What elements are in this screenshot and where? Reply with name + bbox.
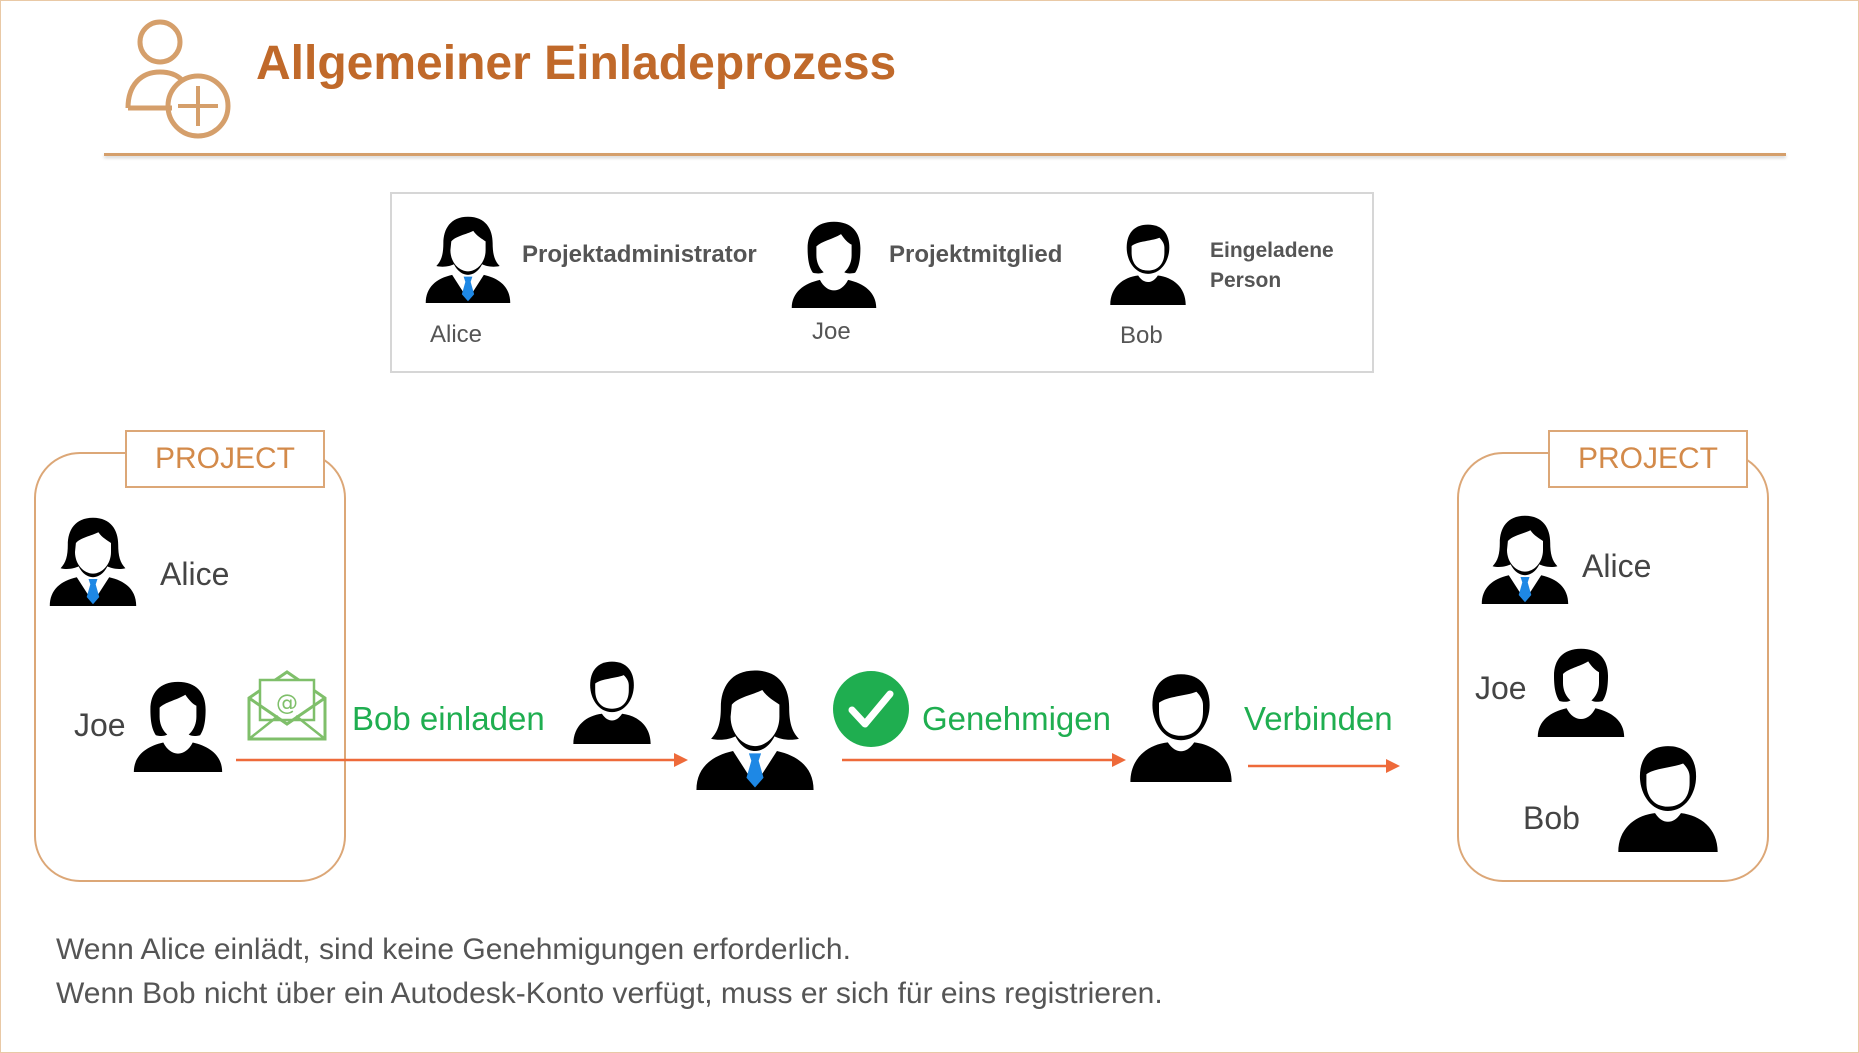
svg-text:@: @	[276, 691, 298, 716]
legend-invitee-role-line1: Eingeladene	[1210, 239, 1334, 262]
legend-invitee-name: Bob	[1120, 322, 1163, 349]
title-divider	[104, 153, 1786, 156]
step-invite-label: Bob einladen	[352, 700, 545, 737]
legend-invitee-role-line2: Person	[1210, 269, 1282, 292]
project-left-alice-icon	[48, 516, 138, 606]
legend-member-name: Joe	[812, 318, 851, 345]
step-approve-label: Genehmigen	[922, 700, 1111, 737]
admin-center-icon	[694, 668, 816, 790]
note-line-2: Wenn Bob nicht über ein Autodesk-Konto v…	[56, 977, 1163, 1010]
project-right-alice-icon	[1480, 514, 1570, 604]
project-right-alice-name: Alice	[1582, 548, 1652, 584]
add-user-icon	[125, 19, 231, 139]
legend-member-role: Projektmitglied	[889, 241, 1063, 268]
project-left-joe-name: Joe	[74, 707, 126, 743]
invitee-man-icon	[1107, 218, 1189, 310]
email-envelope-icon: @	[247, 670, 327, 741]
bob-center-icon	[1126, 666, 1236, 788]
bob-invite-icon	[570, 656, 654, 748]
note-line-1: Wenn Alice einlädt, sind keine Genehmigu…	[56, 933, 851, 966]
page-title: Allgemeiner Einladeprozess	[256, 37, 897, 90]
legend-invitee-role: Eingeladene Person	[1210, 236, 1360, 296]
legend-admin-name: Alice	[430, 321, 483, 348]
admin-woman-icon	[424, 214, 512, 304]
project-right-bob-name: Bob	[1523, 800, 1580, 836]
project-right-bob-icon	[1614, 738, 1722, 858]
project-right-label: PROJECT	[1548, 430, 1748, 488]
project-right-joe-icon	[1536, 646, 1626, 738]
project-left-label: PROJECT	[125, 430, 325, 488]
arrow-approve	[842, 753, 1126, 767]
project-left-joe-icon	[132, 680, 224, 772]
legend-box	[390, 192, 1374, 373]
step-connect-label: Verbinden	[1244, 700, 1393, 737]
project-left-alice-name: Alice	[160, 556, 230, 592]
project-right-joe-name: Joe	[1475, 670, 1527, 706]
arrow-invite	[236, 753, 688, 767]
approve-check-icon	[833, 671, 909, 747]
legend-admin-role: Projektadministrator	[522, 241, 757, 268]
member-woman-icon	[790, 218, 878, 310]
arrow-connect	[1248, 759, 1400, 773]
